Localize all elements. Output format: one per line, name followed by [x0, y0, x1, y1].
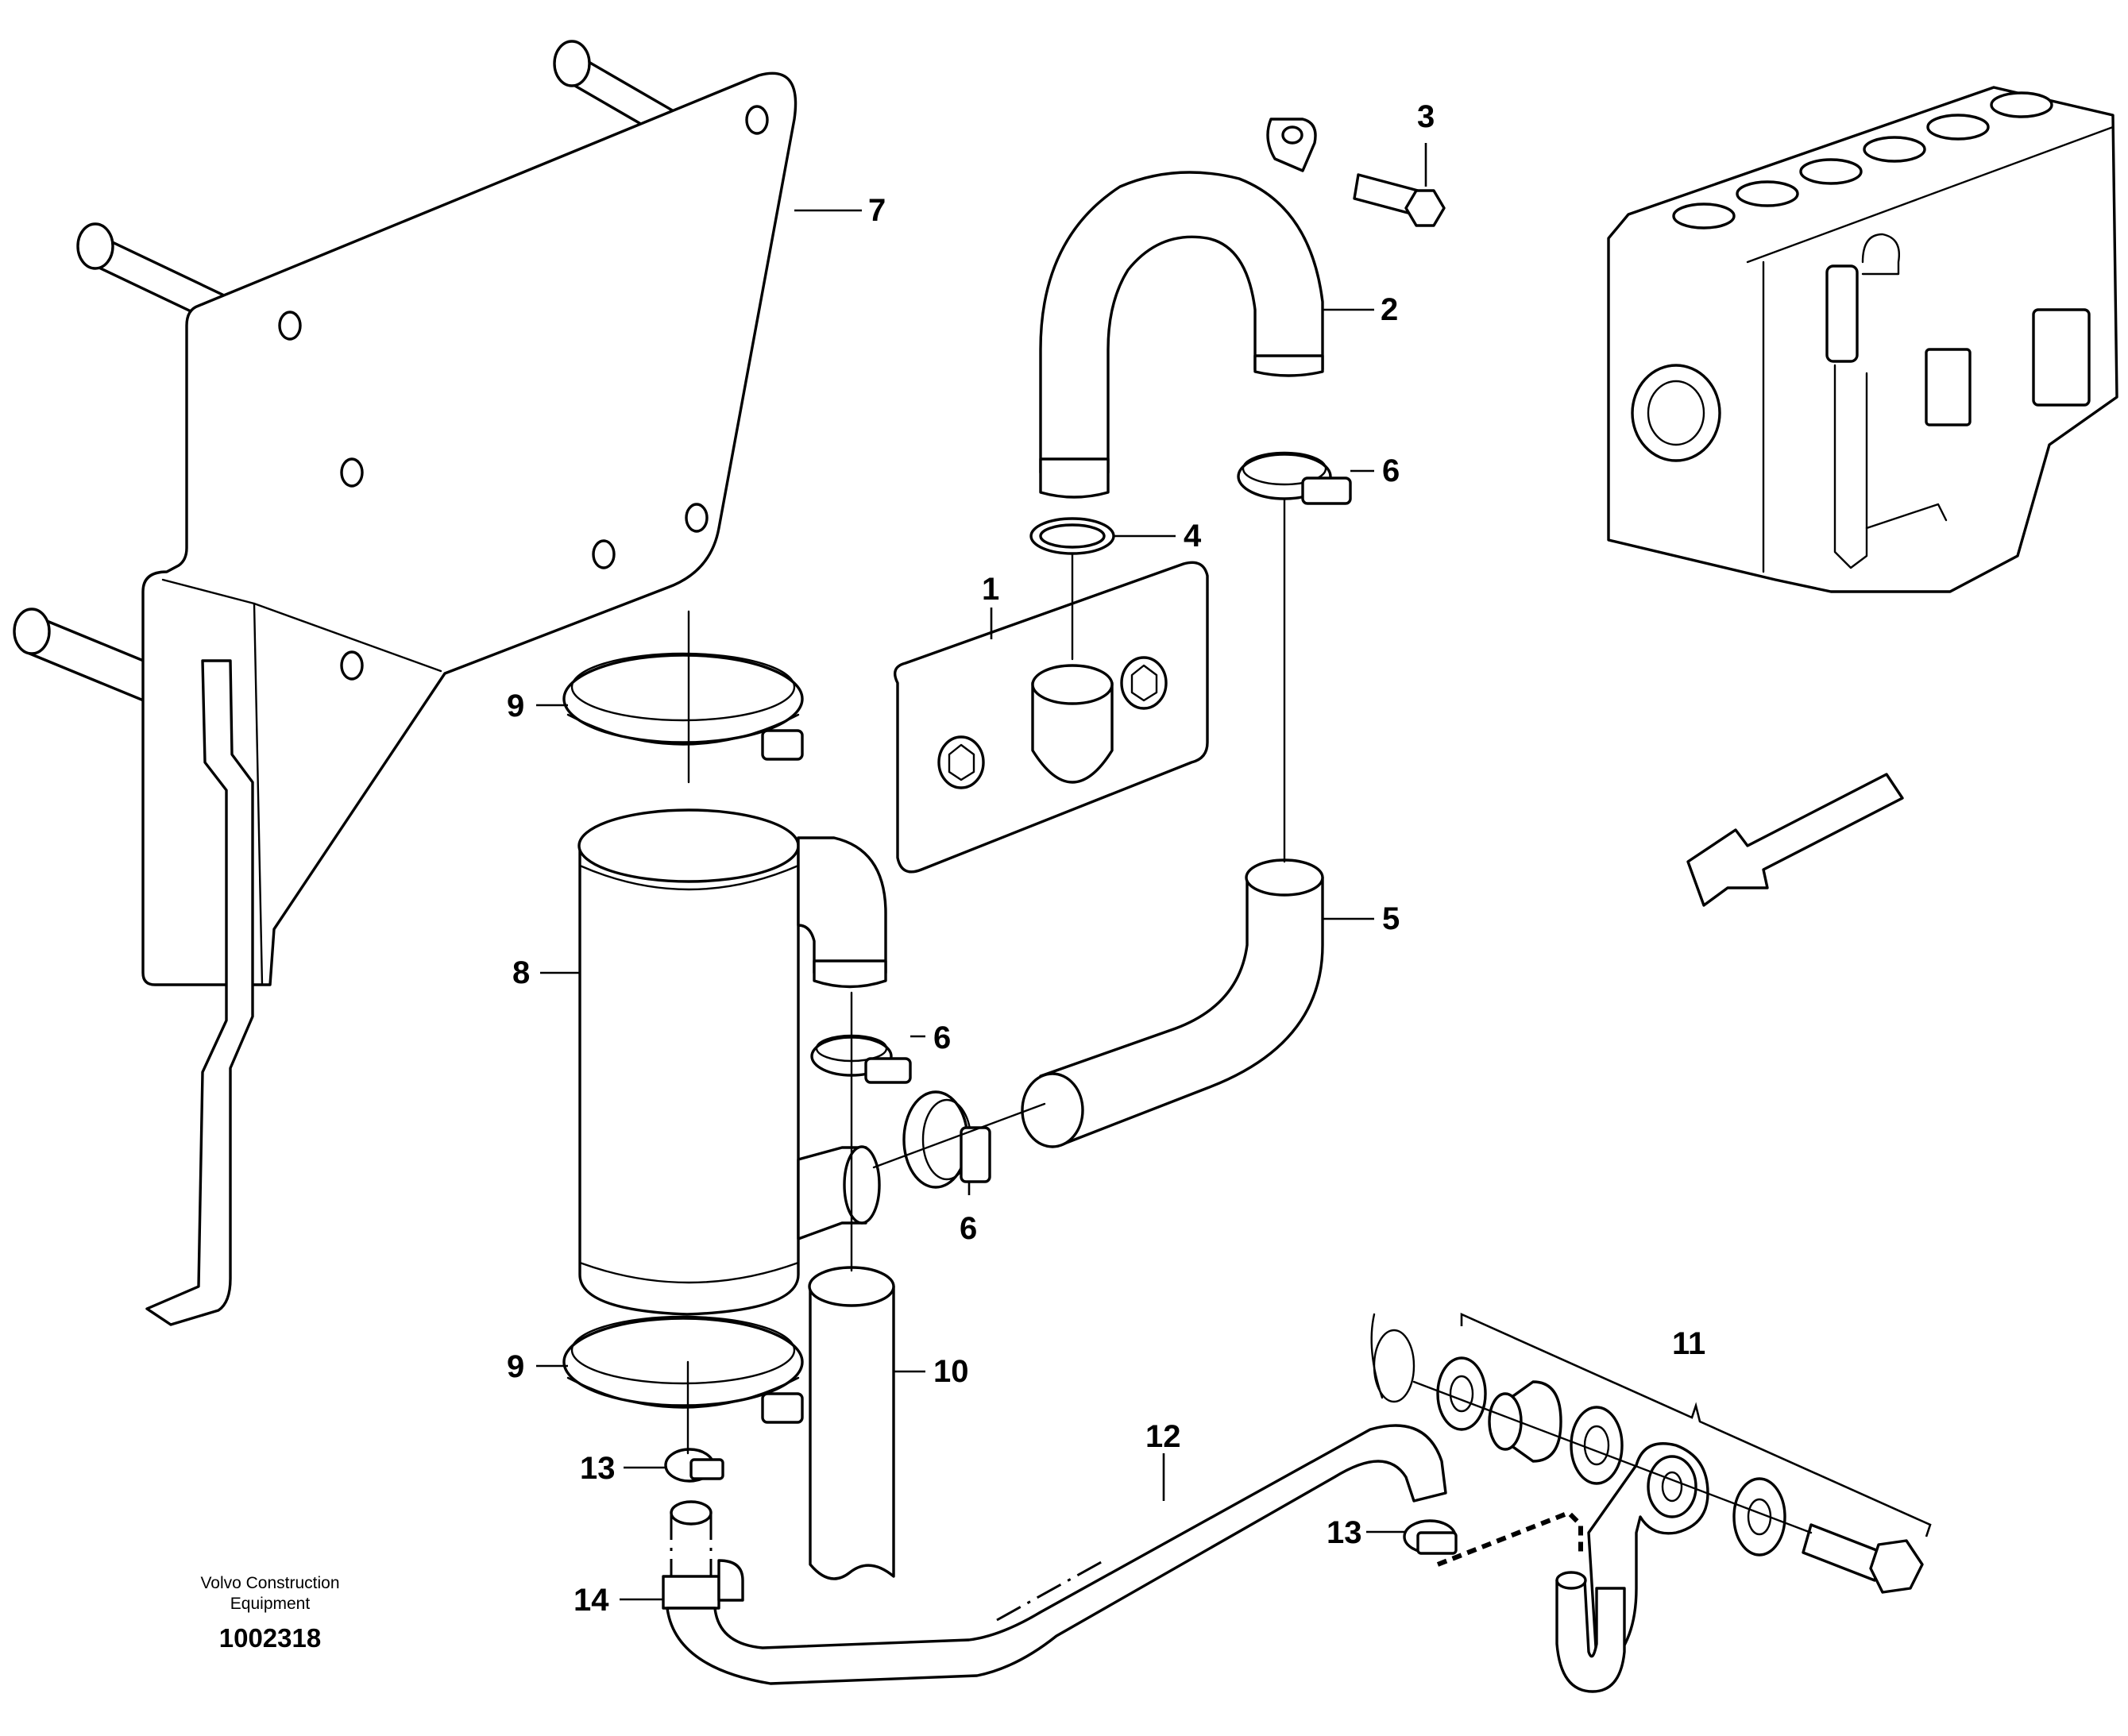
banjo-fitting-assembly — [1370, 1313, 1924, 1693]
callout-labels: 1 2 3 4 5 6 6 6 7 8 9 9 10 11 12 13 13 1… — [507, 99, 1705, 1618]
callout-7: 7 — [868, 193, 886, 228]
drain-hose-stub — [670, 1500, 713, 1580]
vent-pipe — [808, 1266, 895, 1580]
return-hose — [666, 1424, 1447, 1685]
callout-2: 2 — [1381, 292, 1398, 327]
cover-plate — [894, 561, 1209, 874]
callout-4: 4 — [1184, 519, 1202, 554]
callout-9-lower: 9 — [507, 1349, 524, 1384]
callout-6-lower: 6 — [960, 1211, 977, 1246]
callout-13-left: 13 — [580, 1451, 616, 1486]
callout-3: 3 — [1417, 99, 1435, 134]
hose-clip — [662, 1559, 744, 1610]
callout-12: 12 — [1145, 1419, 1181, 1454]
band-clamp-upper — [562, 652, 804, 761]
hose-clamp-middle — [810, 1034, 912, 1084]
callout-6-middle: 6 — [933, 1020, 951, 1055]
view-direction-arrow — [1686, 773, 1904, 907]
callout-6-upper: 6 — [1382, 453, 1400, 488]
engine-block-inset — [1607, 86, 2118, 593]
breather-hose-upper — [1039, 118, 1324, 499]
callout-5: 5 — [1382, 901, 1400, 936]
mounting-bracket — [13, 40, 798, 1326]
brand-name-line2: Equipment — [230, 1595, 311, 1613]
illustration-reference-number: 1002318 — [219, 1623, 321, 1653]
callout-1: 1 — [982, 572, 999, 607]
hose-clamp-small-left — [664, 1448, 724, 1483]
callout-9-upper: 9 — [507, 689, 524, 723]
callout-10: 10 — [933, 1354, 969, 1389]
callout-8: 8 — [512, 955, 530, 990]
callout-14: 14 — [574, 1583, 609, 1618]
band-clamp-lower — [562, 1315, 804, 1424]
hose-clamp-small-right — [1403, 1519, 1458, 1555]
bolt — [1353, 173, 1446, 227]
o-ring — [1029, 517, 1115, 555]
hose-clamp-side — [902, 1090, 991, 1189]
brand-name-line1: Volvo Construction — [200, 1574, 339, 1592]
group-bracket-11 — [1460, 1312, 1932, 1537]
callout-13-right: 13 — [1327, 1515, 1362, 1550]
callout-11: 11 — [1672, 1326, 1705, 1361]
hose-clamp-upper — [1237, 451, 1352, 505]
leader-lines — [536, 143, 1427, 1601]
elbow-hose — [1021, 858, 1324, 1148]
diagram-footer: Volvo Construction Equipment 1002318 — [200, 1574, 339, 1653]
